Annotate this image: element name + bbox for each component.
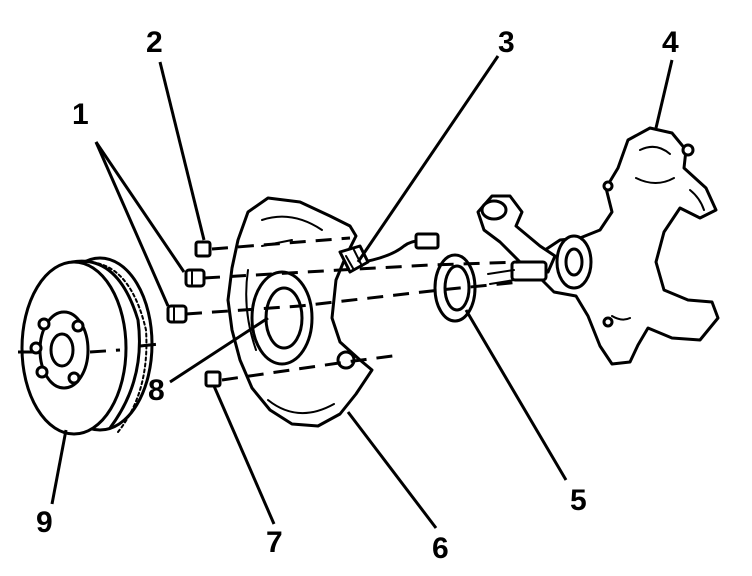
fasteners — [166, 240, 222, 388]
leader-1a — [94, 141, 186, 273]
assembly-center-lines — [18, 236, 521, 382]
leader-3 — [356, 55, 500, 263]
callout-2: 2 — [146, 26, 163, 59]
splash-shield — [226, 196, 440, 428]
leader-7 — [212, 385, 276, 525]
steering-knuckle — [476, 126, 720, 366]
leader-9 — [50, 429, 68, 505]
nut-upper — [184, 268, 206, 288]
leader-5 — [464, 309, 568, 481]
callout-8: 8 — [148, 374, 165, 407]
nut-lower — [166, 304, 188, 324]
leader-6 — [346, 411, 438, 529]
callout-9: 9 — [36, 506, 53, 539]
callout-3: 3 — [498, 26, 515, 59]
callout-6: 6 — [432, 532, 449, 565]
bolt-upper — [194, 240, 212, 258]
brake-rotor — [20, 256, 154, 436]
leader-1b — [94, 141, 170, 307]
callout-1: 1 — [72, 98, 89, 131]
callout-7: 7 — [266, 526, 283, 559]
leader-8 — [169, 316, 269, 384]
leader-4 — [654, 59, 674, 129]
leader-lines — [50, 55, 674, 529]
callout-5: 5 — [570, 484, 587, 517]
leader-2 — [158, 61, 206, 241]
bolt-lower — [204, 370, 222, 388]
callout-4: 4 — [662, 26, 679, 59]
callout-labels: 1 2 3 4 5 6 7 8 9 — [36, 26, 679, 565]
